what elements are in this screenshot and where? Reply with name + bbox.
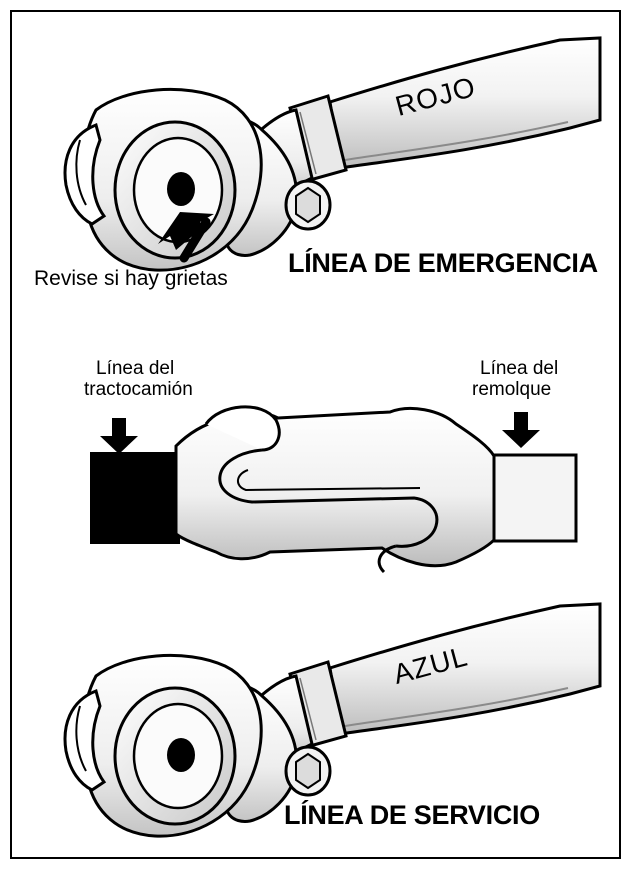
tractor-line-label-1: Línea del (96, 358, 175, 379)
down-arrow-icon (502, 412, 540, 448)
inspect-cracks-callout: Revise si hay grietas (34, 267, 228, 290)
trailer-line-label-2: remolque (472, 379, 552, 400)
down-arrow-icon (100, 418, 138, 454)
callout-arrow-icon (158, 212, 214, 250)
tractor-line-label: Línea del tractocamión (84, 358, 193, 400)
callout-arrow-shaft (179, 217, 211, 263)
side-coupling-icon (90, 405, 578, 574)
trailer-line-label-1: Línea del (480, 358, 559, 379)
emergency-line-heading: LÍNEA DE EMERGENCIA (288, 248, 598, 278)
tractor-line-label-2: tractocamión (84, 379, 193, 400)
emergency-coupling-icon (63, 36, 602, 272)
service-line-heading: LÍNEA DE SERVICIO (284, 800, 540, 830)
trailer-line-label: Línea del remolque (472, 358, 558, 400)
